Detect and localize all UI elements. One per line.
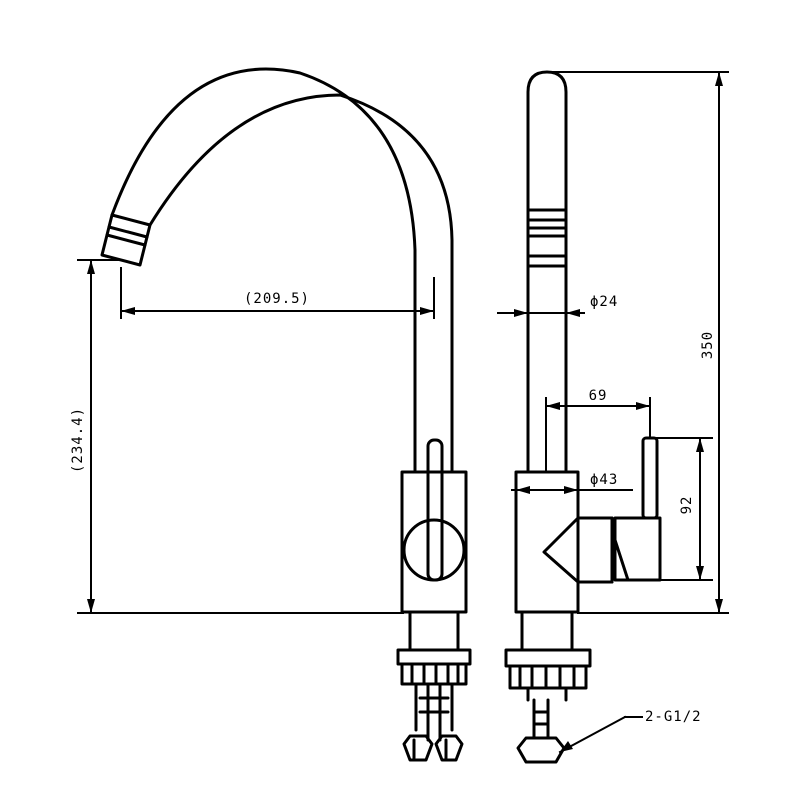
spout-reach-label: (209.5) [244, 291, 310, 307]
front-hose-nuts [402, 734, 464, 762]
side-mounting-nut [504, 648, 592, 690]
spout-reach-dimension: (209.5) [120, 267, 435, 319]
spout-height-dimension: (234.4) [70, 259, 404, 614]
body-diameter-label: ϕ43 [590, 472, 618, 488]
body-diameter-dimension: ϕ43 [511, 472, 633, 494]
side-body [514, 470, 580, 614]
handle-height-label: 92 [679, 496, 695, 515]
total-height-dimension: 350 [546, 71, 729, 614]
front-spout-outer [110, 67, 417, 472]
neck-diameter-label: ϕ24 [590, 294, 618, 310]
side-hose-nut [516, 736, 566, 764]
front-mounting-nut [396, 648, 472, 686]
side-aerator-bands [526, 208, 568, 268]
neck-diameter-dimension: ϕ24 [497, 294, 618, 317]
spout-height-label: (234.4) [70, 407, 86, 473]
total-height-label: 350 [700, 331, 716, 359]
handle-offset-dimension: 69 [545, 388, 651, 471]
side-threaded-stem [526, 686, 568, 740]
front-handle-lever [426, 438, 444, 582]
inlet-hose-label: 2-G1/2 [645, 709, 702, 725]
side-handle-lever [641, 436, 659, 520]
handle-height-dimension: 92 [656, 437, 713, 581]
inlet-hose-leader: 2-G1/2 [558, 709, 702, 754]
handle-offset-label: 69 [589, 388, 608, 404]
front-view [100, 67, 472, 762]
front-threaded-stem [414, 682, 454, 742]
front-cartridge-disc [402, 518, 466, 582]
front-aerator [100, 213, 152, 267]
side-cartridge [542, 516, 662, 584]
side-view [504, 70, 662, 764]
front-spout-inner [148, 93, 454, 472]
front-body [400, 470, 468, 614]
